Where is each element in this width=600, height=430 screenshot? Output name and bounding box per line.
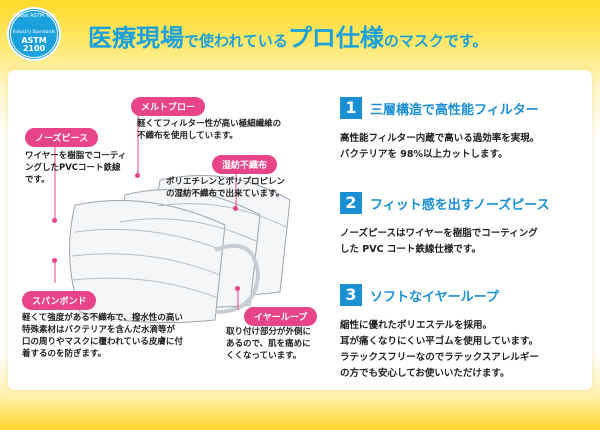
feature-number: 2 — [340, 192, 362, 214]
title-part-4: のマスクです。 — [383, 32, 488, 50]
nosepiece-line: ングしたPVCコート鉄線 — [25, 163, 121, 173]
feature-heading: 三層構造で高性能フィルター — [370, 103, 539, 118]
meltblown-line: 軽くてフィルター性が高い極細繊維の — [137, 119, 282, 129]
feature-line: 耳が痛くなりにくい平ゴムを使用しています。 — [340, 336, 539, 347]
title-part-3: プロ仕様 — [287, 24, 384, 52]
spunbond-line: 着するのを防ぎます。 — [22, 349, 107, 359]
feature-body: 縮性に優れたポリエステルを採用。 耳が痛くなりにくい平ゴムを使用しています。 ラ… — [340, 318, 539, 382]
ear-dot — [235, 286, 240, 291]
feature-body: 高性能フィルター内蔵で高いる過効率を実現。 バクテリアを 98%以上カットします… — [340, 131, 539, 163]
title-part-1: 医療現場 — [88, 24, 184, 52]
badge-astm-code: ASTM 2100 — [7, 37, 61, 53]
feature-line: バクテリアを 98%以上カットします。 — [340, 149, 508, 160]
tag-nonwoven: 湿紡不織布 — [212, 155, 278, 174]
meltblown-text: 軽くてフィルター性が高い極細繊維の 不織布を使用しています。 — [137, 118, 281, 142]
meltblown-line: 不織布を使用しています。 — [137, 131, 238, 141]
earloop-line: 取り付け部分が外側に — [226, 327, 312, 337]
nosepiece-line: です。 — [25, 175, 50, 185]
tag-earloop: イヤーループ — [244, 307, 318, 326]
nosepiece-text: ワイヤーを樹脂でコーティ ングしたPVCコート鉄線 です。 — [25, 150, 126, 186]
feature-line: の方でも安心してお使いいただけます。 — [340, 368, 510, 379]
badge-top-text: Global ASTM Test — [12, 13, 56, 19]
feature-heading: フィット感を出すノーズピース — [370, 198, 550, 213]
nonwoven-dot — [233, 206, 238, 211]
spunbond-line: 特殊素材はバクテリアを含んだ水滴等が — [22, 325, 176, 335]
nonwoven-text: ポリエチレンとポリプロピレン の湿紡不織布で出来ています。 — [166, 176, 285, 200]
badge-ring — [10, 10, 58, 58]
tag-spunbond: スパンボンド — [22, 291, 97, 310]
feature-line: 高性能フィルター内蔵で高いる過効率を実現。 — [340, 133, 540, 144]
badge-standard-text: Industry Standards — [12, 30, 56, 35]
feature-number: 3 — [340, 284, 362, 306]
nonwoven-line: ポリエチレンとポリプロピレン — [166, 177, 286, 187]
spunbond-line: 口の周りやマスクに覆われている皮膚に付 — [22, 337, 183, 347]
feature-line: ラテックスフリーなのでラテックスアレルギー — [340, 352, 539, 363]
tag-nosepiece: ノーズピース — [25, 128, 99, 147]
feature-line: した PVC コート鉄線仕様です。 — [340, 244, 481, 255]
title-part-2: で使われている — [184, 32, 288, 50]
nosepiece-line: ワイヤーを樹脂でコーティ — [25, 151, 127, 161]
melt-dot — [135, 173, 140, 178]
earloop-line: あるので、肌を痛めに — [226, 339, 311, 349]
nose-dot — [52, 218, 57, 223]
nonwoven-line: の湿紡不織布で出来ています。 — [166, 189, 285, 199]
feature-heading: ソフトなイヤーループ — [370, 290, 499, 305]
badge-code: 2100 — [22, 44, 46, 53]
page-title: 医療現場で使われているプロ仕様のマスクです。 — [88, 18, 487, 53]
tag-meltblown: メルトブロー — [131, 97, 206, 116]
feature-line: ノーズピースはワイヤーを樹脂でコーティング — [340, 228, 538, 239]
spun-dot — [52, 258, 57, 263]
earloop-line: くくなっています。 — [226, 351, 302, 361]
spunbond-line: 軽くて強度がある不織布で、撥水性の高い — [22, 313, 183, 323]
earloop-text: 取り付け部分が外側に あるので、肌を痛めに くくなっています。 — [226, 326, 311, 362]
spunbond-text: 軽くて強度がある不織布で、撥水性の高い 特殊素材はバクテリアを含んだ水滴等が 口… — [22, 312, 183, 360]
feature-line: 縮性に優れたポリエステルを採用。 — [340, 320, 493, 331]
feature-number: 1 — [340, 97, 362, 119]
astm-badge: Global ASTM Test Industry Standards ASTM… — [7, 7, 61, 61]
badge-astm: ASTM — [21, 36, 47, 45]
feature-body: ノーズピースはワイヤーを樹脂でコーティング した PVC コート鉄線仕様です。 — [340, 226, 538, 258]
